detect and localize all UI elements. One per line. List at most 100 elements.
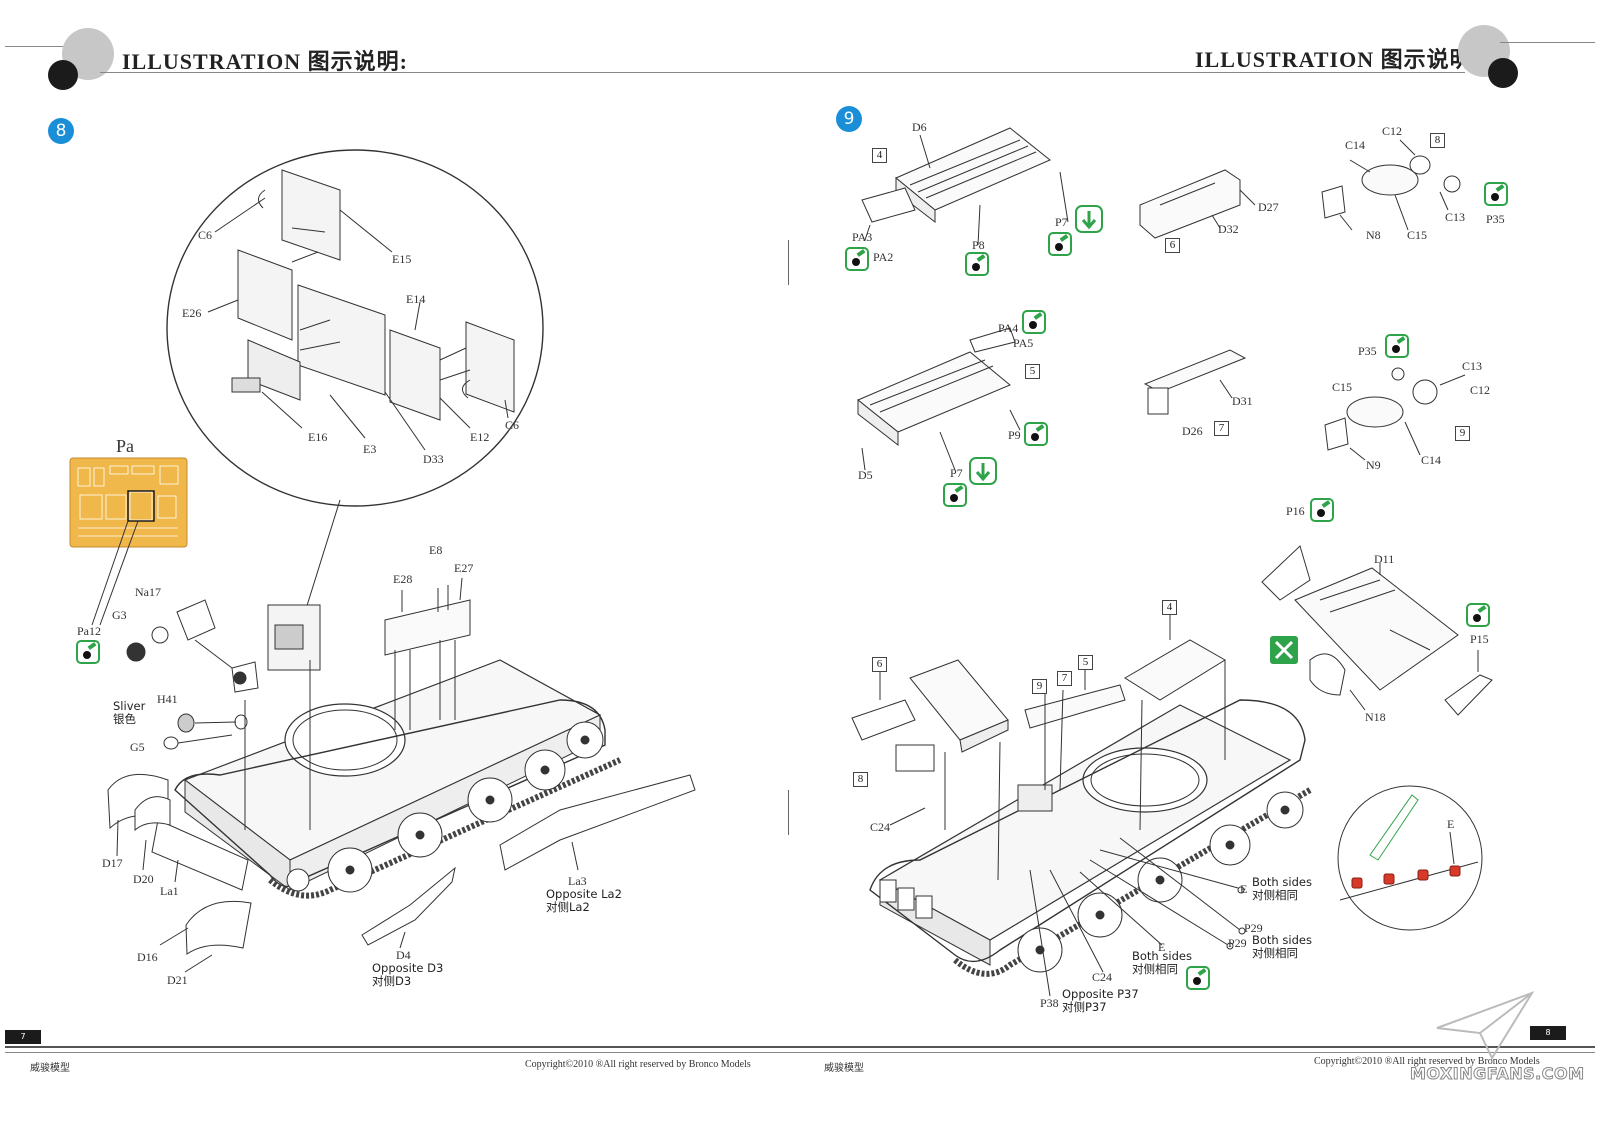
step-8-assembly-drawing (69, 149, 696, 973)
label-d11: D11 (1374, 552, 1395, 566)
label-n9: N9 (1366, 458, 1381, 472)
footer-left-brand: 威骏模型 (30, 1063, 70, 1074)
left-page-title: ILLUSTRATION 图示说明: (122, 49, 408, 74)
label-d21: D21 (167, 973, 188, 987)
ref-box-5-assembly: 5 (1078, 655, 1093, 670)
glue-icon (1310, 498, 1334, 522)
glue-icon (1024, 422, 1048, 446)
note-both-sides-1: Both sides 对侧相同 (1252, 875, 1312, 902)
label-d27: D27 (1258, 200, 1279, 214)
label-p35-mid: P35 (1358, 344, 1377, 358)
label-c13-top: C13 (1445, 210, 1466, 224)
label-c14-mid: C14 (1421, 453, 1442, 467)
ref-box-5-mid: 5 (1025, 364, 1040, 379)
footer-right-copyright: Copyright©2010 ®All right reserved by Br… (1314, 1056, 1540, 1067)
label-e15: E15 (392, 252, 412, 266)
glue-icon (1385, 334, 1409, 358)
label-e16: E16 (308, 430, 328, 444)
glue-icon (1186, 966, 1210, 990)
gutter-mark-top (788, 240, 789, 285)
ref-box-8-top: 8 (1430, 133, 1445, 148)
label-n18: N18 (1365, 710, 1386, 724)
ref-box-6-assembly: 6 (872, 657, 887, 672)
note-both-sides-3: Both sides 对侧相同 (1132, 949, 1192, 976)
remove-part-icon (1270, 636, 1298, 664)
label-c15-top: C15 (1407, 228, 1428, 242)
label-pa5: PA5 (1013, 336, 1034, 350)
label-e-detail: E (1447, 817, 1455, 831)
detail-callout-circle (1337, 785, 1483, 931)
label-c6-bottom: C6 (505, 418, 520, 432)
step-9-badge: 9 (836, 106, 862, 132)
detail-callout-ellipse (166, 149, 544, 507)
page-number-left: 7 (5, 1030, 41, 1044)
label-c12-mid: C12 (1470, 383, 1491, 397)
label-g3: G3 (112, 608, 127, 622)
header-left-dark-disc (48, 60, 78, 90)
label-la1: La1 (160, 884, 179, 898)
label-c15-mid: C15 (1332, 380, 1353, 394)
label-d17: D17 (102, 856, 123, 870)
label-p38: P38 (1040, 996, 1059, 1010)
label-d16: D16 (137, 950, 158, 964)
fold-arrow-icon (969, 457, 997, 485)
note-silver: Sliver 银色 (113, 699, 146, 726)
label-d5: D5 (858, 468, 873, 482)
label-p29-a: P29 (1244, 921, 1263, 935)
note-opposite-d3: Opposite D3 对侧D3 (372, 961, 444, 988)
label-p7-mid: P7 (950, 466, 963, 480)
gutter-mark-bottom (788, 790, 789, 835)
label-p9: P9 (1008, 428, 1021, 442)
ref-box-7-assembly: 7 (1057, 671, 1072, 686)
label-pa12: Pa12 (77, 624, 101, 638)
label-e28: E28 (393, 572, 413, 586)
label-d31: D31 (1232, 394, 1253, 408)
label-c24-bottom: C24 (1092, 970, 1113, 984)
label-g5: G5 (130, 740, 145, 754)
label-la3: La3 (568, 874, 587, 888)
label-n8: N8 (1366, 228, 1381, 242)
note-opposite-p37: Opposite P37 对侧P37 (1062, 987, 1139, 1014)
note-opposite-la2: Opposite La2 对侧La2 (546, 887, 622, 914)
glue-icon (845, 247, 869, 271)
glue-icon (965, 252, 989, 276)
glue-icon (1466, 603, 1490, 627)
label-c13-mid: C13 (1462, 359, 1483, 373)
label-c24-left: C24 (870, 820, 891, 834)
footer-rule-bottom (5, 1052, 1595, 1053)
label-e-bottom: E (1158, 940, 1166, 954)
label-c6-top: C6 (198, 228, 213, 242)
label-p8: P8 (972, 238, 985, 252)
ref-box-4-top: 4 (872, 148, 887, 163)
ref-box-8-assembly: 8 (853, 772, 868, 787)
ref-box-4-assembly: 4 (1162, 600, 1177, 615)
label-pa-fret: Pa (116, 436, 134, 456)
label-pa3: PA3 (852, 230, 873, 244)
watermark-text: MOXINGFANS.COM (1410, 1064, 1585, 1084)
glue-icon (76, 640, 100, 664)
glue-icon (1022, 310, 1046, 334)
label-e14: E14 (406, 292, 426, 306)
header-right-dark-disc (1488, 58, 1518, 88)
fold-arrow-icon (1075, 205, 1103, 233)
label-d20: D20 (133, 872, 154, 886)
ref-box-7-mid: 7 (1214, 421, 1229, 436)
footer-rule-top (5, 1046, 1595, 1048)
label-pa4: PA4 (998, 321, 1019, 335)
label-e12: E12 (470, 430, 490, 444)
label-p16: P16 (1286, 504, 1305, 518)
paper-plane-watermark-icon (1436, 991, 1535, 1061)
label-d32: D32 (1218, 222, 1239, 236)
label-na17: Na17 (135, 585, 161, 599)
label-d26: D26 (1182, 424, 1203, 438)
label-e8: E8 (429, 543, 443, 557)
glue-icon (1484, 182, 1508, 206)
label-e3: E3 (363, 442, 377, 456)
step-8-badge: 8 (48, 118, 74, 144)
label-d33: D33 (423, 452, 444, 466)
step-9-assembly-drawing (851, 127, 1493, 997)
page-number-right: 8 (1530, 1026, 1566, 1040)
label-d4: D4 (396, 948, 411, 962)
label-p35-top: P35 (1486, 212, 1505, 226)
label-e-right: E (1240, 882, 1248, 896)
